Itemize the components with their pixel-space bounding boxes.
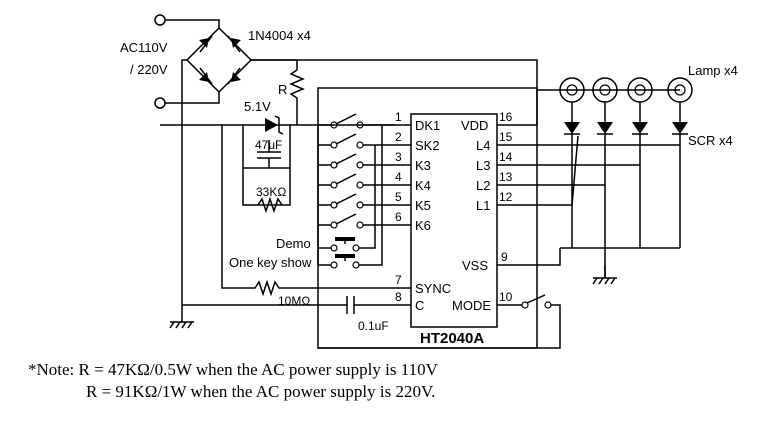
ac-label-1: AC110V [120, 40, 168, 55]
left-pin-labels: 1 DK1 2 SK2 3 K3 4 K4 5 K5 6 K6 7 SYNC 8… [395, 110, 451, 313]
lamp-scr-4 [667, 77, 693, 248]
one-key-show-button [318, 125, 383, 269]
svg-text:K6: K6 [415, 218, 431, 233]
lamp-scr-3 [627, 77, 653, 248]
svg-text:3: 3 [395, 150, 402, 164]
ic-chip [410, 113, 498, 328]
ground-left [169, 305, 194, 329]
svg-text:12: 12 [499, 190, 513, 204]
cap-47uf-label: 47uF [255, 138, 282, 152]
scrs-label: SCR x4 [688, 133, 733, 148]
svg-text:14: 14 [499, 150, 513, 164]
resistor-r-label: R [278, 82, 287, 97]
svg-text:8: 8 [395, 290, 402, 304]
svg-text:13: 13 [499, 170, 513, 184]
ac-label-2: / 220V [130, 62, 168, 77]
svg-text:SK2: SK2 [415, 138, 440, 153]
right-pin-labels: 16 VDD 15 L4 14 L3 13 L2 12 L1 9 VSS 10 … [452, 110, 513, 313]
svg-text:K3: K3 [415, 158, 431, 173]
zener-label: 5.1V [244, 99, 271, 114]
ac-terminal-bottom [154, 92, 220, 109]
svg-text:2: 2 [395, 130, 402, 144]
lamp-supply-rail [251, 59, 538, 90]
diode-bridge-label: 1N4004 x4 [248, 28, 311, 43]
svg-text:K5: K5 [415, 198, 431, 213]
lamp-scr-2 [592, 77, 618, 278]
res-10m-label: 10MΩ [278, 294, 310, 308]
lamp-scr-1 [559, 77, 585, 248]
svg-text:L3: L3 [476, 158, 490, 173]
chip-name: HT2040A [420, 330, 484, 347]
cap-01uf-label: 0.1uF [358, 319, 389, 333]
note-line-1: *Note: R = 47KΩ/0.5W when the AC power s… [28, 360, 439, 379]
svg-text:VSS: VSS [462, 258, 488, 273]
key-switches [318, 113, 395, 229]
svg-text:MODE: MODE [452, 298, 491, 313]
svg-text:16: 16 [499, 110, 513, 124]
svg-text:DK1: DK1 [415, 118, 440, 133]
sync-resistor [221, 125, 411, 297]
note-line-2: R = 91KΩ/1W when the AC power supply is … [86, 382, 435, 401]
resistor-r [289, 69, 305, 125]
ac-terminal-top [154, 14, 220, 28]
diode-bridge [185, 26, 253, 94]
svg-text:1: 1 [395, 110, 402, 124]
svg-text:5: 5 [395, 190, 402, 204]
one-key-show-label: One key show [229, 255, 312, 270]
zener-diode [265, 115, 284, 135]
svg-text:K4: K4 [415, 178, 431, 193]
resistor-33k [257, 196, 283, 214]
svg-text:15: 15 [499, 130, 513, 144]
mode-switch [318, 294, 561, 349]
demo-button [318, 145, 376, 252]
res-33k-label: 33KΩ [256, 185, 286, 199]
positive-rail [251, 59, 298, 70]
svg-text:10: 10 [499, 290, 513, 304]
svg-text:9: 9 [501, 250, 508, 264]
svg-text:L1: L1 [476, 198, 490, 213]
svg-text:L2: L2 [476, 178, 490, 193]
svg-text:4: 4 [395, 170, 402, 184]
svg-text:L4: L4 [476, 138, 490, 153]
svg-text:SYNC: SYNC [415, 281, 451, 296]
negative-rail [181, 59, 187, 305]
svg-text:VDD: VDD [461, 118, 488, 133]
svg-text:6: 6 [395, 210, 402, 224]
lamps-label: Lamp x4 [688, 63, 738, 78]
ic-pins [395, 90, 680, 266]
rc-network [242, 125, 291, 206]
svg-text:7: 7 [395, 273, 402, 287]
demo-label: Demo [276, 236, 311, 251]
svg-text:C: C [415, 298, 424, 313]
